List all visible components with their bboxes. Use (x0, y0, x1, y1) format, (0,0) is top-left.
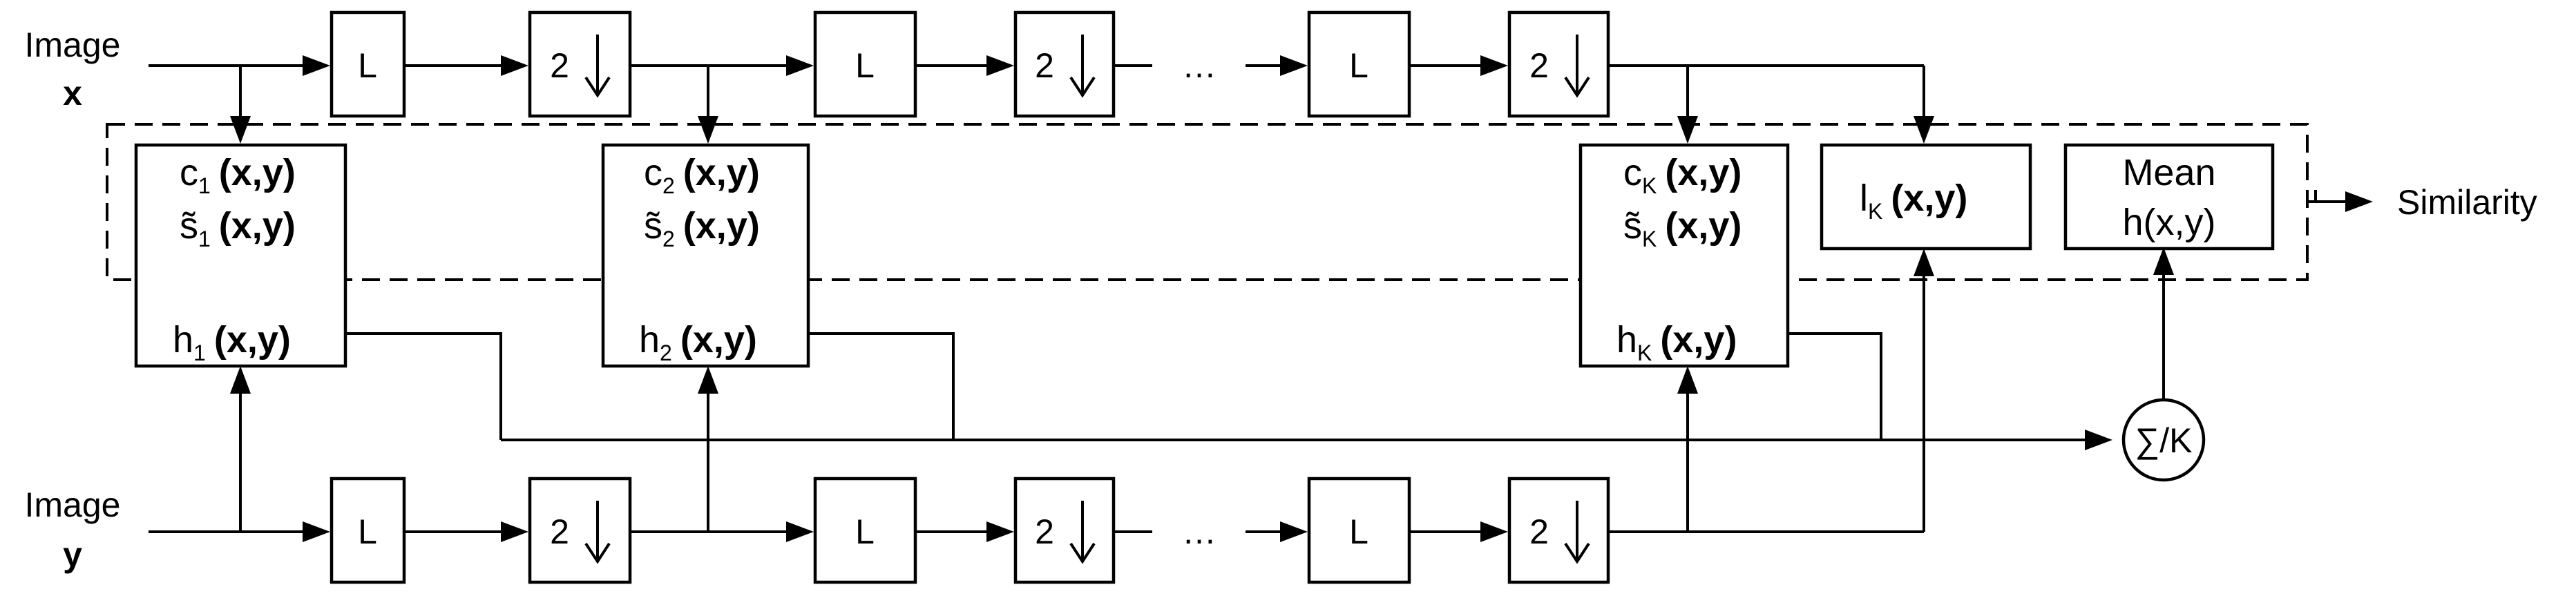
lowpass-box-y-1: L (330, 477, 406, 584)
lowpass-box-y-k: L (1307, 477, 1411, 584)
luminance-block: lK(x,y) (1820, 143, 2032, 251)
lowpass-label: L (1349, 512, 1368, 551)
mean-title: Mean (2122, 152, 2215, 193)
sum-label: ∑/K (2135, 421, 2193, 460)
similarity-label: Similarity (2397, 183, 2537, 222)
mean-expr: h(x,y) (2123, 202, 2216, 243)
h-term: hK(x,y) (1616, 319, 1737, 365)
downsample-box-y-1: 2 (528, 477, 632, 584)
downsample-label: 2 (1529, 512, 1549, 551)
contrast-term: c1(x,y) (180, 152, 296, 198)
contrast-term: c2(x,y) (644, 152, 760, 198)
downsample-label: 2 (1035, 46, 1054, 85)
lowpass-box-x-2: L (813, 10, 917, 118)
scale-block-k: cK(x,y) s̃K(x,y) hK(x,y) (1578, 143, 1790, 368)
downsample-label: 2 (550, 46, 569, 85)
input-y-word: Image (25, 486, 121, 524)
lowpass-label: L (358, 46, 377, 85)
down-arrow-icon (584, 35, 611, 98)
contrast-term: cK(x,y) (1623, 152, 1742, 198)
input-y-label: Image y (25, 486, 121, 574)
mean-block: Mean h(x,y) (2063, 143, 2275, 251)
chain-x-lines (149, 55, 1934, 144)
down-arrow-icon (1069, 501, 1096, 564)
input-y-symbol: y (63, 535, 82, 574)
downsample-label: 2 (550, 512, 569, 551)
downsample-box-y-k: 2 (1507, 477, 1610, 584)
structure-term: s̃1(x,y) (180, 205, 296, 251)
lowpass-box-y-2: L (813, 477, 917, 584)
downsample-label: 2 (1529, 46, 1549, 85)
down-arrow-icon (1069, 35, 1096, 98)
luminance-term: lK(x,y) (1860, 177, 1967, 224)
downsample-box-x-2: 2 (1013, 10, 1116, 118)
down-arrow-icon (1564, 35, 1590, 98)
chain-y-lines (149, 249, 1934, 542)
lowpass-label: L (855, 46, 875, 85)
input-x-word: Image (25, 26, 121, 64)
lowpass-box-x-k: L (1307, 10, 1411, 118)
downsample-box-y-2: 2 (1013, 477, 1116, 584)
downsample-box-x-k: 2 (1507, 10, 1610, 118)
scale-block-1: c1(x,y) s̃1(x,y) h1(x,y) (134, 143, 347, 368)
chain-x-ellipsis: … (1182, 46, 1217, 85)
h-term: h2(x,y) (639, 319, 757, 365)
input-x-symbol: x (63, 74, 82, 113)
lowpass-label: L (358, 512, 377, 551)
h-term: h1(x,y) (173, 319, 291, 365)
scale-block-2: c2(x,y) s̃2(x,y) h2(x,y) (601, 143, 810, 368)
h-routing-lines (345, 247, 2174, 450)
downsample-box-x-1: 2 (528, 10, 632, 118)
lowpass-box-x-1: L (330, 10, 406, 118)
lowpass-label: L (1349, 46, 1368, 85)
downsample-label: 2 (1035, 512, 1054, 551)
down-arrow-icon (584, 501, 611, 564)
structure-term: s̃2(x,y) (644, 205, 760, 251)
sum-node: ∑/K (2121, 398, 2206, 482)
down-arrow-icon (1564, 501, 1590, 564)
chain-y-ellipsis: … (1182, 512, 1217, 551)
structure-term: s̃K(x,y) (1623, 205, 1742, 251)
lowpass-label: L (855, 512, 875, 551)
input-x-label: Image x (25, 26, 121, 113)
output-arrow (2307, 190, 2373, 212)
